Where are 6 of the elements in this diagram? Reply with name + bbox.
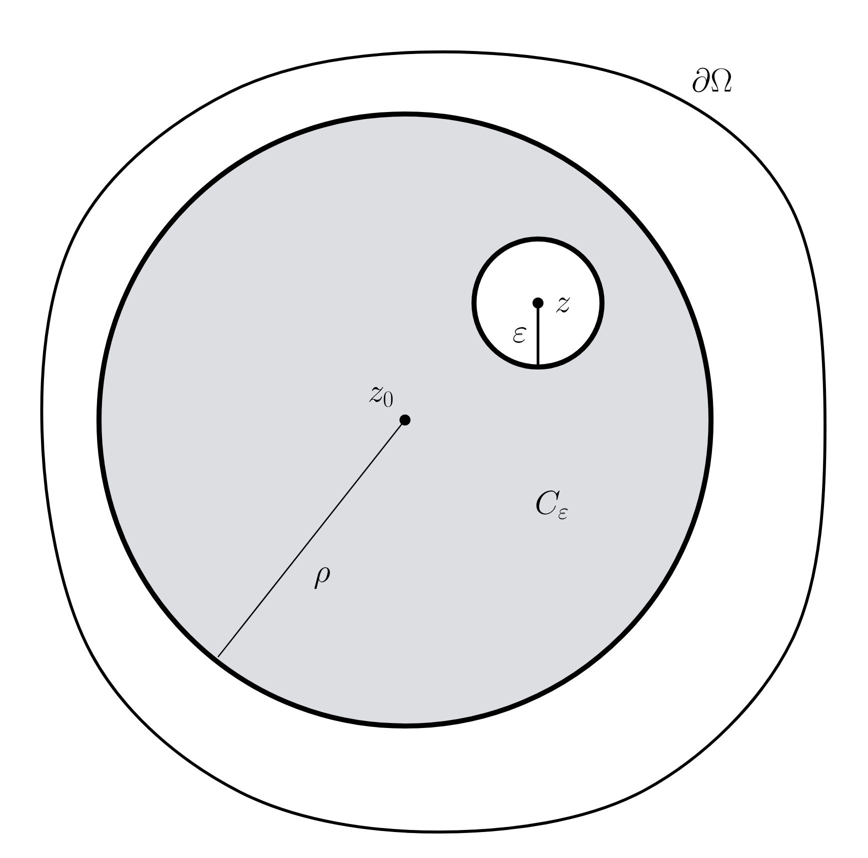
math-label: $z_0$	[369, 387, 393, 408]
math-label: $\rho$	[314, 567, 330, 590]
math-label: $z$	[556, 298, 570, 312]
math-label: $\partial\Omega$	[692, 68, 732, 92]
math-label: $\varepsilon$	[513, 327, 526, 343]
math-label: $C_\varepsilon$	[536, 490, 568, 520]
